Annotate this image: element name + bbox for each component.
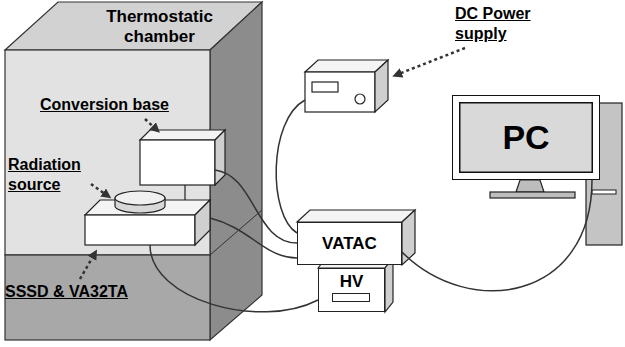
tower-slot (592, 190, 616, 194)
chamber-edge (210, 210, 262, 255)
cable (150, 245, 318, 312)
node-text: PC (502, 118, 549, 157)
vatac-top (297, 210, 415, 222)
pc-monitor: PC (452, 95, 600, 180)
part-label: Conversion base (40, 95, 169, 115)
cable (215, 170, 297, 243)
node-text: Thermostatic chamber (102, 7, 217, 47)
leader-arrow (145, 119, 157, 130)
conversion-base-front (140, 140, 215, 185)
node-text: VATAC (322, 234, 377, 254)
dc-supply-front (305, 72, 375, 112)
monitor-base (490, 192, 575, 198)
conversion-base-side (215, 130, 225, 185)
leader-arrow (91, 184, 108, 196)
cable (210, 218, 297, 258)
cable (276, 100, 305, 233)
vatac-side (402, 210, 415, 265)
cable (402, 180, 592, 291)
hv-side (385, 258, 393, 312)
part-label: SSSD & VA32TA (5, 282, 128, 302)
sssd-front (85, 215, 195, 245)
part-label: Radiation source (8, 155, 92, 195)
sssd-side (195, 200, 210, 245)
monitor-neck (516, 180, 544, 192)
dc-supply-side (375, 60, 388, 112)
conversion-base-top (140, 130, 225, 140)
hv-display (332, 293, 370, 302)
source-top (115, 191, 165, 205)
dc-supply-top (305, 60, 388, 72)
node-text: HV (340, 272, 364, 292)
dc-supply-display (312, 82, 338, 92)
vatac-box: VATAC (297, 222, 402, 265)
leader-arrow (80, 253, 95, 279)
dc-supply-knob (355, 94, 365, 104)
leader-arrow (396, 48, 465, 75)
part-label: DC Power supply (455, 4, 551, 44)
hv-box: HV (318, 268, 385, 312)
chamber-base (5, 255, 210, 340)
